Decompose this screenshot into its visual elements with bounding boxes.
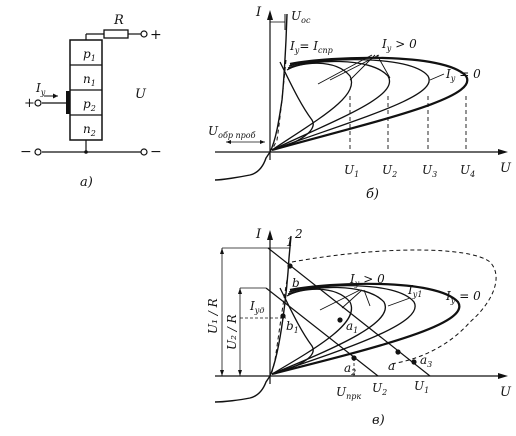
- minus-terminal-right: [140, 148, 148, 156]
- arrow-head: [238, 288, 242, 294]
- gate-plus-sign: +: [24, 96, 35, 111]
- graph-b-x-label: U: [500, 161, 512, 176]
- resistor-branch: R +: [85, 13, 162, 43]
- u1-axis-label: U1: [414, 379, 429, 395]
- point-b1-label: b1: [286, 319, 299, 335]
- thyristor-body: p1 n1 p2 n2: [66, 39, 103, 141]
- u-prk-label: Uпрк: [336, 385, 361, 401]
- voltage-label: U: [135, 87, 147, 102]
- arrow-head: [226, 140, 231, 144]
- iy-equals-ispr-label: Iу= Iспр: [289, 39, 333, 55]
- iy-positive-label: Iу > 0: [381, 37, 417, 53]
- iy-zero-label: Iу = 0: [445, 67, 481, 83]
- point-a3-dot: [411, 359, 417, 365]
- minus-terminal-left: [34, 148, 42, 156]
- graph-v-panel: I U 1 2 U₁ / R U₂ / R Iуд b b1 a1: [206, 227, 512, 428]
- arrow-head: [260, 140, 265, 144]
- point-a1-dot: [337, 317, 343, 323]
- on-state-branch-v: [269, 235, 292, 377]
- load-line-1-label: 1: [286, 235, 294, 249]
- circuit-panel: p1 n1 p2 n2 R + + Iy: [20, 13, 162, 190]
- u3-label: U3: [422, 163, 437, 179]
- u4-label: U4: [460, 163, 475, 179]
- iy1-label: Iу1: [407, 283, 422, 299]
- iy-zero-pointer: [429, 73, 445, 81]
- plus-terminal: [140, 30, 148, 38]
- load-line-2: [265, 287, 379, 377]
- resistor: [103, 29, 129, 39]
- iy-positive-label-v: Iу > 0: [349, 272, 385, 288]
- iv-curve-v-iy-zero: [271, 282, 461, 376]
- layer-p2-label: p2: [83, 97, 96, 113]
- point-a3-label: a3: [420, 353, 432, 369]
- iud-label: Iуд: [249, 299, 264, 315]
- dashed-boundary-curve-v: [271, 279, 288, 373]
- iv-curve-v-1: [271, 288, 353, 375]
- arrow-head: [238, 370, 242, 376]
- layer-n1-label: n1: [83, 72, 96, 88]
- graph-b-y-label: I: [255, 5, 262, 20]
- u1-over-r-label: U₁ / R: [206, 298, 220, 334]
- on-state-branch: [269, 13, 288, 153]
- graph-v-y-label: I: [255, 227, 262, 242]
- u2-label: U2: [382, 163, 397, 179]
- gate-contact: [66, 91, 70, 114]
- point-b-dot: [287, 263, 293, 269]
- dashed-envelope: [291, 249, 497, 365]
- load-line-2-label: 2: [294, 227, 303, 241]
- iv-curve-u2: [271, 60, 391, 151]
- panel-v-label: в): [372, 413, 385, 428]
- iy-pointers-v: [319, 289, 411, 311]
- graph-v-x-arrow: [498, 373, 508, 379]
- u1-label: U1: [344, 163, 359, 179]
- point-a-dot: [395, 349, 401, 355]
- graph-v-y-arrow: [267, 230, 273, 240]
- arrow-head: [220, 248, 224, 254]
- panel-a-label: а): [80, 175, 93, 190]
- iv-curve-u3: [271, 58, 430, 151]
- minus-sign-right: −: [150, 144, 162, 160]
- control-current-label: Iy: [35, 81, 46, 97]
- panel-b-label: б): [366, 187, 379, 202]
- iy-zero-label-v: Iу = 0: [445, 289, 481, 305]
- resistor-label: R: [113, 13, 124, 28]
- graph-b-panel: I U Uос Uобр проб U1 U2 U3 U4 Iу= Iспр I…: [208, 5, 512, 202]
- u2-axis-label: U2: [372, 381, 387, 397]
- layer-p1-label: p1: [83, 47, 96, 63]
- u-os-label: Uос: [291, 9, 311, 25]
- gate-branch: + Iy: [24, 81, 66, 111]
- graph-b-y-arrow: [267, 10, 273, 20]
- iy-positive-pointers: [317, 54, 391, 85]
- arrow-head: [220, 370, 224, 376]
- point-a2-label: a2: [344, 361, 356, 377]
- point-a-label: a: [388, 359, 395, 373]
- reverse-branch-curve-v: [214, 375, 271, 403]
- dashed-boundary-curve: [271, 59, 287, 151]
- u2-over-r-label: U₂ / R: [225, 314, 239, 350]
- iv-curve-holding: [277, 61, 314, 149]
- graph-v-x-label: U: [500, 385, 512, 400]
- gate-terminal: [34, 99, 42, 107]
- layer-n2-label: n2: [83, 122, 96, 138]
- minus-sign-left: −: [20, 144, 32, 160]
- graph-b-x-arrow: [498, 149, 508, 155]
- cathode-branch: − −: [20, 140, 162, 160]
- reverse-branch-curve: [214, 151, 271, 181]
- u-obr-prob-label: Uобр проб: [208, 124, 256, 140]
- junction-dot: [84, 150, 88, 154]
- point-b1-dot: [280, 313, 286, 319]
- point-b-label: b: [292, 276, 300, 290]
- plus-sign: +: [150, 27, 162, 43]
- load-line-1: [267, 247, 431, 377]
- arrow-head: [53, 93, 58, 99]
- iv-curve-u4-iy-zero: [271, 56, 469, 152]
- point-a1-label: a1: [346, 319, 358, 335]
